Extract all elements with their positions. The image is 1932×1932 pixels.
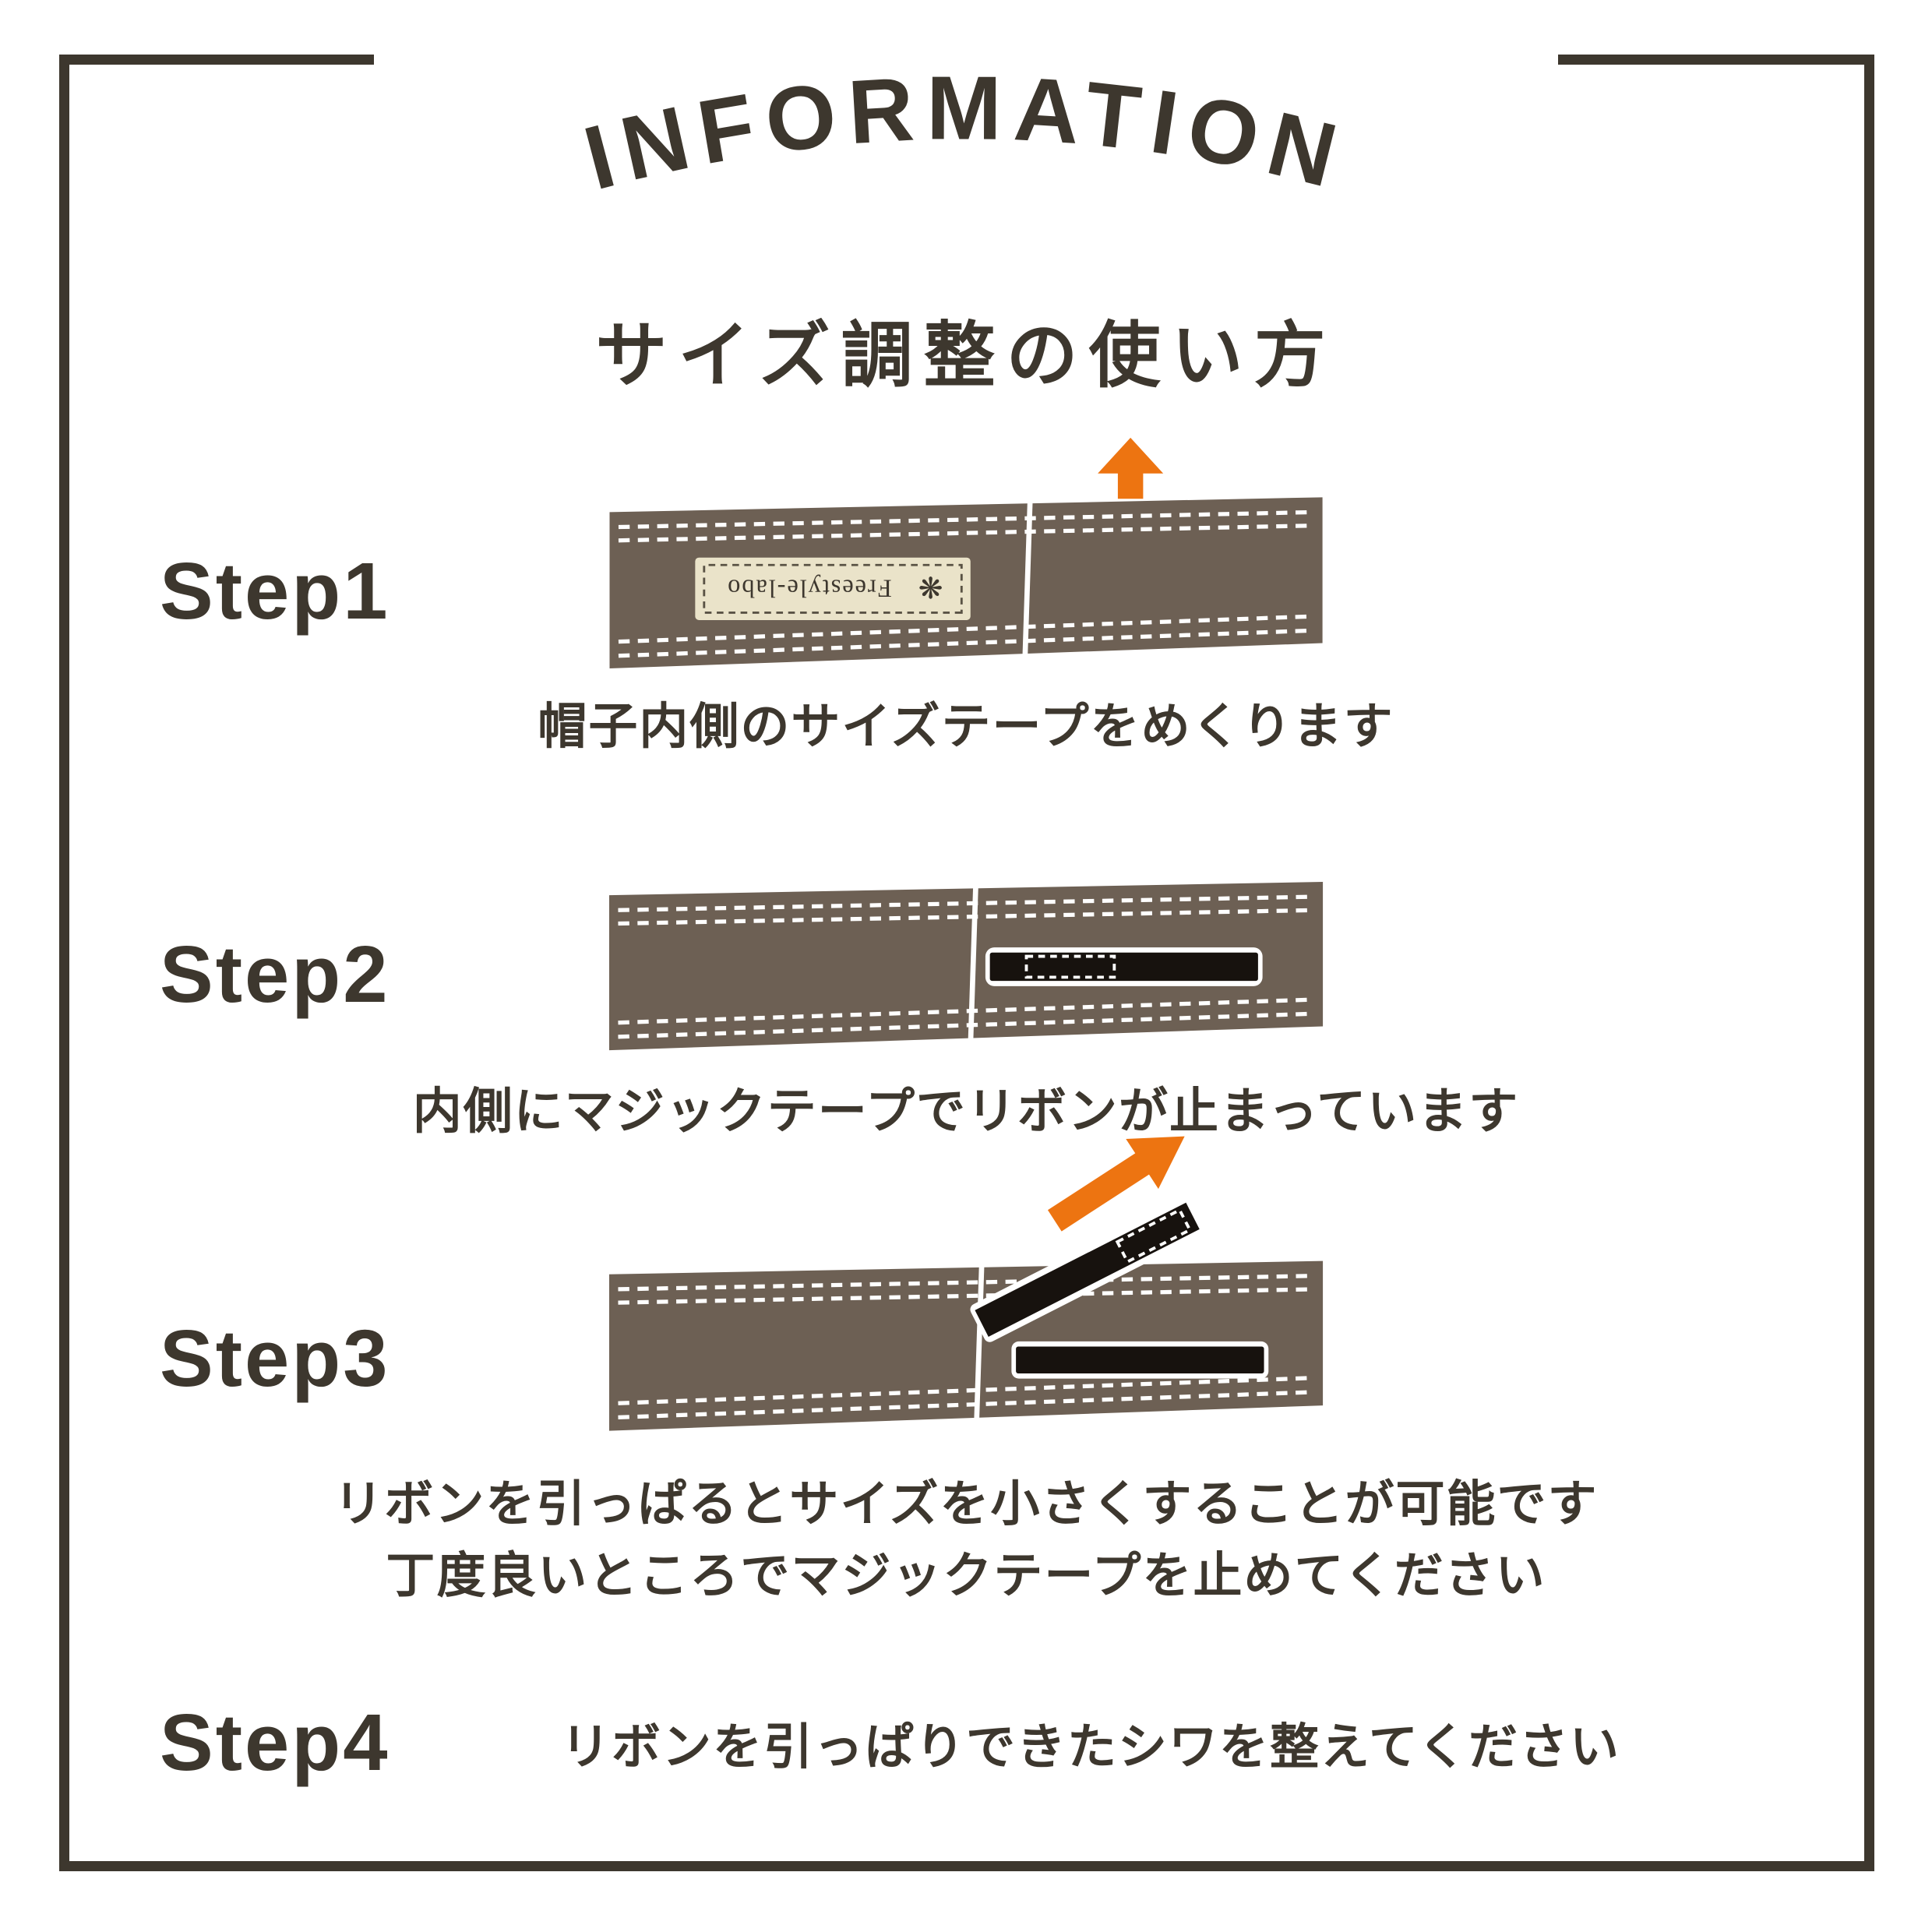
step1-illustration: ❋ Freestyle-labo (609, 437, 1323, 669)
ribbon (985, 947, 1263, 986)
step3-caption-line2: 丁度良いところでマジックテープを止めてください (386, 1549, 1546, 1603)
band-divider (1022, 501, 1033, 665)
band-divider (974, 1265, 985, 1426)
step3-caption-line1: リボンを引っぱるとサイズを小さくすることが可能です (333, 1477, 1599, 1532)
band-divider (968, 886, 978, 1046)
hat-band (609, 881, 1324, 1051)
step1-label: Step1 (160, 546, 390, 636)
hat-band (609, 1260, 1324, 1431)
velcro-patch (1024, 954, 1116, 979)
frame-top-gap (374, 45, 1558, 78)
step3-illustration (609, 1136, 1324, 1431)
diagonal-arrow-icon (1047, 1136, 1185, 1232)
step2-illustration (609, 881, 1324, 1051)
step1-caption: 帽子内側のサイズテープをめくります (538, 700, 1394, 754)
arc-title-text: INFORMATION (574, 59, 1356, 209)
step4-label: Step4 (160, 1698, 390, 1787)
ribbon (1011, 1341, 1269, 1379)
arc-title: INFORMATION (574, 59, 1356, 209)
pulled-ribbon (970, 1197, 1204, 1342)
flower-icon: ❋ (918, 570, 943, 604)
brand-label-text: Freestyle-labo (726, 573, 891, 601)
step2-caption: 内側にマジックテープでリボンが止まっています (412, 1084, 1520, 1139)
step4-caption: リボンを引っぱりできたシワを整えてください (561, 1720, 1620, 1775)
step2-label: Step2 (160, 929, 390, 1019)
step3-label: Step3 (160, 1313, 390, 1403)
up-arrow-icon (1098, 437, 1164, 499)
brand-label: ❋ Freestyle-labo (695, 557, 971, 620)
page-title: サイズ調整の使い方 (595, 316, 1337, 396)
